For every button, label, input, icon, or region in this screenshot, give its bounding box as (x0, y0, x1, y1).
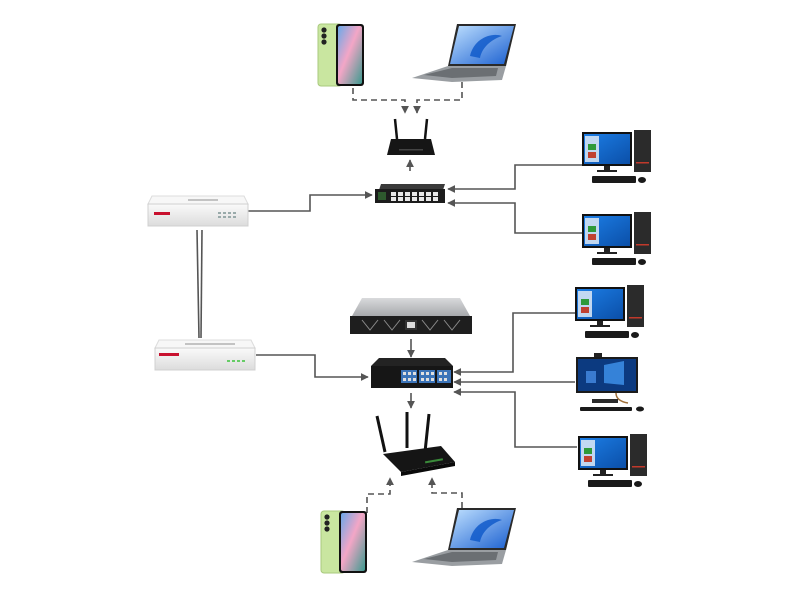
rack-server-icon (350, 298, 472, 334)
link-firewall-top-firewall-bottom-a (196, 229, 200, 339)
links (196, 82, 582, 513)
firewall-icon (147, 195, 249, 227)
wireless-link-laptop-top (413, 82, 463, 114)
wireless-link-phone-top (352, 88, 409, 114)
laptop-icon (412, 508, 516, 566)
link-pc4-switch-bottom (453, 388, 577, 448)
wireless-link-phone-bottom (366, 477, 394, 513)
network-switch-icon (375, 184, 445, 203)
link-pc3-switch-bottom (453, 312, 575, 376)
laptop-icon (412, 24, 516, 82)
firewall-icon (154, 339, 256, 371)
link-firewall-top-switch-top (247, 191, 373, 212)
smartphone-icon (320, 510, 367, 574)
link-firewall-bottom-switch-bottom (256, 354, 369, 381)
link-pc1-switch-top (447, 164, 582, 193)
all-in-one-pc-icon (576, 353, 644, 412)
link-firewall-top-firewall-bottom-b (200, 229, 203, 339)
wireless-link-laptop-bottom (428, 477, 463, 508)
desktop-pc-icon (582, 130, 651, 183)
link-pc2-switch-top (447, 199, 582, 234)
network-switch-icon (371, 358, 453, 388)
wireless-router-icon (375, 412, 455, 476)
desktop-pc-icon (575, 285, 644, 338)
smartphone-icon (317, 23, 364, 87)
desktop-pc-icon (582, 212, 651, 265)
wireless-router-icon (387, 118, 435, 155)
desktop-pc-icon (578, 434, 647, 487)
